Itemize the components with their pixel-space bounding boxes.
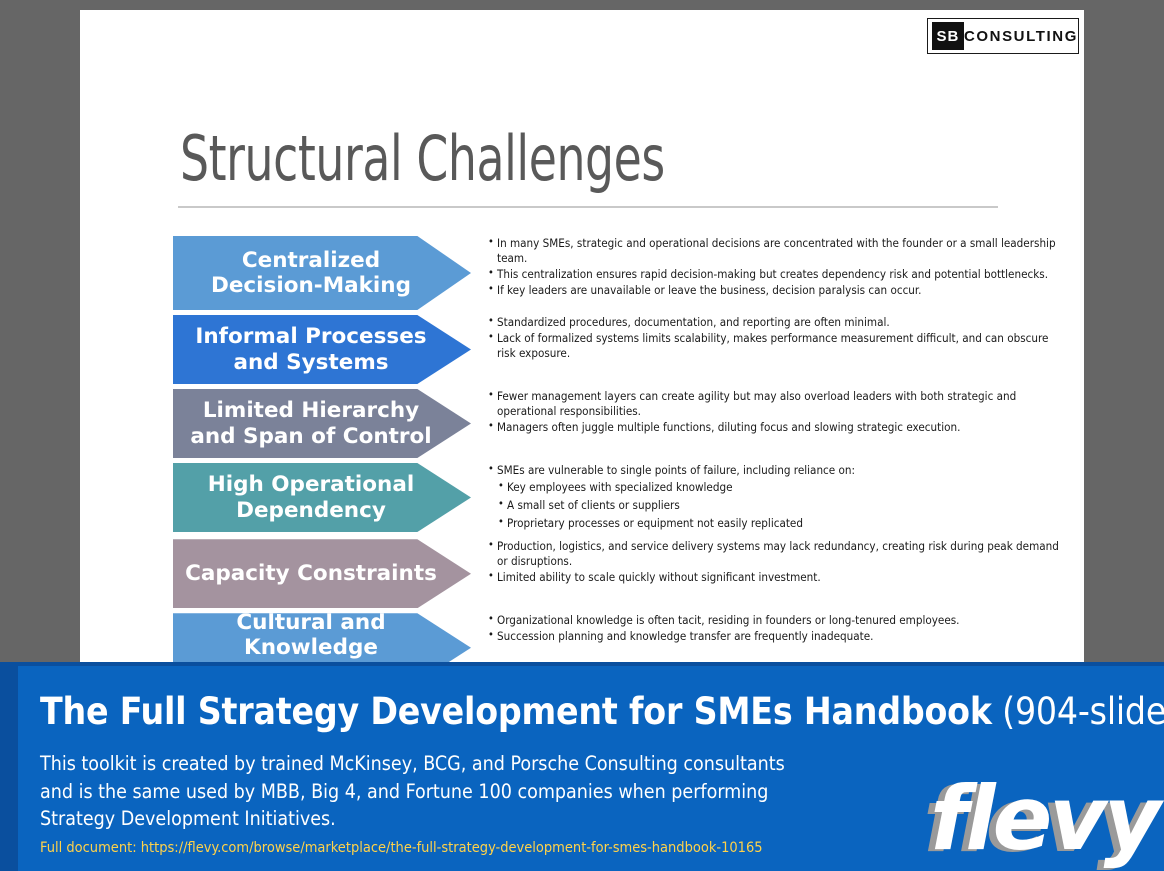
bullet-group: Production, logistics, and service deliv… xyxy=(471,538,1084,586)
bullet-list: Production, logistics, and service deliv… xyxy=(488,538,1070,585)
logo-wordmark: CONSULTING xyxy=(963,27,1078,45)
bullet-list: Standardized procedures, documentation, … xyxy=(488,314,1070,361)
sub-bullet-list: Key employees with specialized knowledge… xyxy=(498,479,1070,531)
bullet-group: Organizational knowledge is often tacit,… xyxy=(471,612,1084,645)
slide-canvas: SB CONSULTING Structural Challenges Cent… xyxy=(80,10,1084,662)
challenge-row: Cultural and Knowledge Bottlenecks Organi… xyxy=(80,612,1084,662)
banner-title: The Full Strategy Development for SMEs H… xyxy=(40,690,1164,733)
promo-banner: The Full Strategy Development for SMEs H… xyxy=(0,662,1164,871)
challenges-list: Centralized Decision-Making In many SMEs,… xyxy=(80,235,1084,662)
bullet-item: SMEs are vulnerable to single points of … xyxy=(488,462,1070,478)
challenge-row: Centralized Decision-Making In many SMEs,… xyxy=(80,235,1084,310)
bullet-item: If key leaders are unavailable or leave … xyxy=(488,282,1070,298)
chevron-wrap: Capacity Constraints xyxy=(173,539,471,609)
challenge-row: Capacity Constraints Production, logistic… xyxy=(80,538,1084,609)
chevron-label-1[interactable]: Centralized Decision-Making xyxy=(173,236,471,310)
bullet-item: Standardized procedures, documentation, … xyxy=(488,314,1070,330)
bullet-list: In many SMEs, strategic and operational … xyxy=(488,235,1070,298)
challenge-row: Informal Processes and Systems Standardiz… xyxy=(80,314,1084,384)
banner-title-light: (904-slide PowerPoint presentation) xyxy=(1002,690,1164,733)
sub-bullet-item: Proprietary processes or equipment not e… xyxy=(498,515,1070,531)
chevron-wrap: Cultural and Knowledge Bottlenecks xyxy=(173,613,471,662)
banner-description: This toolkit is created by trained McKin… xyxy=(40,752,785,831)
chevron-wrap: Limited Hierarchy and Span of Control xyxy=(173,389,471,458)
banner-title-bold: The Full Strategy Development for SMEs H… xyxy=(40,690,992,733)
sub-bullet-item: A small set of clients or suppliers xyxy=(498,497,1070,513)
logo-mark: SB xyxy=(932,22,964,50)
chevron-label-2[interactable]: Informal Processes and Systems xyxy=(173,315,471,384)
bullet-list: Organizational knowledge is often tacit,… xyxy=(488,612,1070,644)
sb-consulting-logo: SB CONSULTING xyxy=(927,18,1079,54)
bullet-item: Fewer management layers can create agili… xyxy=(488,388,1070,419)
bullet-item: Succession planning and knowledge transf… xyxy=(488,628,1070,644)
bullet-list: Fewer management layers can create agili… xyxy=(488,388,1070,435)
chevron-label-4[interactable]: High Operational Dependency xyxy=(173,463,471,532)
bullet-group: Fewer management layers can create agili… xyxy=(471,388,1084,436)
bullet-group: SMEs are vulnerable to single points of … xyxy=(471,462,1084,534)
chevron-wrap: Centralized Decision-Making xyxy=(173,236,471,310)
bullet-item: This centralization ensures rapid decisi… xyxy=(488,266,1070,282)
bullet-item: In many SMEs, strategic and operational … xyxy=(488,235,1070,266)
bullet-item: Limited ability to scale quickly without… xyxy=(488,569,1070,585)
challenge-row: Limited Hierarchy and Span of Control Few… xyxy=(80,388,1084,458)
chevron-label-3[interactable]: Limited Hierarchy and Span of Control xyxy=(173,389,471,458)
bullet-item: Managers often juggle multiple functions… xyxy=(488,419,1070,435)
sub-bullet-item: Key employees with specialized knowledge xyxy=(498,479,1070,495)
chevron-wrap: Informal Processes and Systems xyxy=(173,315,471,384)
bullet-list: SMEs are vulnerable to single points of … xyxy=(488,462,1070,531)
bullet-group: In many SMEs, strategic and operational … xyxy=(471,235,1084,299)
flevy-logo: flevy xyxy=(930,767,1161,870)
bullet-group: Standardized procedures, documentation, … xyxy=(471,314,1084,362)
bullet-item: Organizational knowledge is often tacit,… xyxy=(488,612,1070,628)
challenge-row: High Operational Dependency SMEs are vuln… xyxy=(80,462,1084,534)
title-divider xyxy=(178,206,998,208)
chevron-label-5[interactable]: Capacity Constraints xyxy=(173,539,471,609)
chevron-label-6[interactable]: Cultural and Knowledge Bottlenecks xyxy=(173,613,471,662)
page-title: Structural Challenges xyxy=(180,122,665,195)
bullet-item: Production, logistics, and service deliv… xyxy=(488,538,1070,569)
banner-document-link[interactable]: Full document: https://flevy.com/browse/… xyxy=(40,840,763,856)
chevron-wrap: High Operational Dependency xyxy=(173,463,471,532)
bullet-item: Lack of formalized systems limits scalab… xyxy=(488,330,1070,361)
